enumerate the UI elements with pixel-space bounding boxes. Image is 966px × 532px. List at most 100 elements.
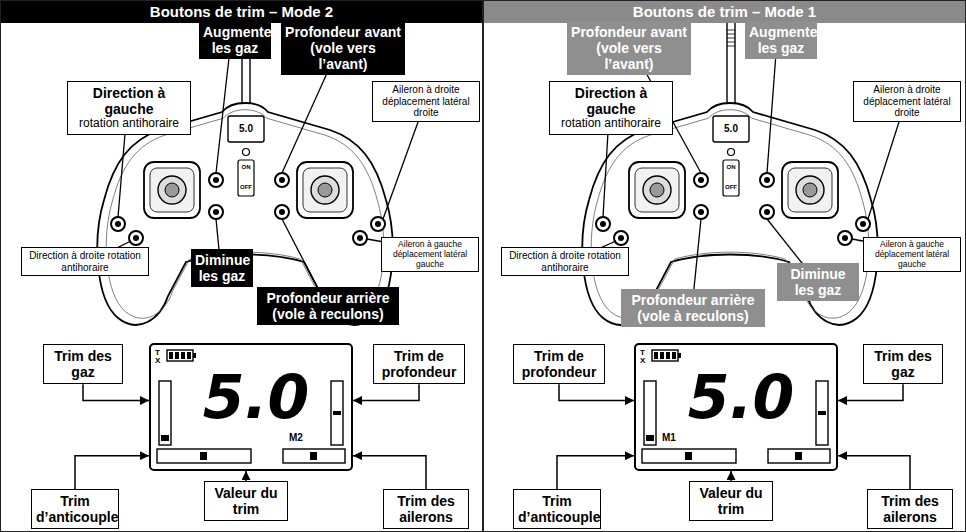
- callout-text: Profondeur arrière (vole à reculons): [625, 292, 761, 324]
- antenna-grip: [727, 34, 735, 35]
- bind-button: [728, 149, 735, 156]
- trim-label-box: Trim des gaz: [863, 344, 943, 384]
- callout-text: Aileron à droite déplacement latéral dro…: [857, 84, 957, 119]
- stick-top: [650, 183, 664, 197]
- trim-label-box: Trim des ailerons: [383, 489, 469, 529]
- battery-segment: [181, 352, 185, 359]
- trim-button-center: [357, 235, 363, 241]
- trim-label-box: Trim de profondeur: [513, 344, 605, 384]
- callout-box: Direction à droite rotation antihoraire: [501, 247, 629, 276]
- lcd-text: T X: [640, 349, 648, 365]
- antenna-grip: [727, 42, 735, 43]
- trim-label: Trim des gaz: [868, 348, 938, 380]
- trim-button: [856, 217, 870, 231]
- callout-text: Aileron à droite déplacement latéral dro…: [376, 84, 476, 119]
- callout-box: Direction à gaucherotation antihoraire: [67, 81, 191, 135]
- trim-bar: [157, 449, 251, 463]
- trim-label: Trim des ailerons: [388, 493, 464, 525]
- trim-button-center: [698, 209, 704, 215]
- trim-label-box: Trim d’anticouple: [31, 489, 119, 529]
- battery-icon: [167, 350, 193, 361]
- trim-button: [614, 231, 628, 245]
- trim-button: [694, 173, 708, 187]
- lcd-text: T X: [155, 349, 163, 365]
- callout-box: Aileron à droite déplacement latéral dro…: [853, 81, 961, 122]
- callout-box: Aileron à gauche déplacement latéral gau…: [863, 237, 961, 272]
- screen-label: OFF: [238, 184, 254, 190]
- lcd-text: M2: [289, 433, 313, 443]
- mode-panel: Boutons de trim – Mode 2Augmente les gaz…: [0, 0, 483, 532]
- lcd-text: 5.0: [191, 367, 321, 427]
- callout-box: Profondeur avant (vole vers l’avant): [281, 21, 405, 75]
- trim-button-center: [279, 209, 285, 215]
- callout-text: Diminue les gaz: [781, 266, 855, 298]
- trim-button-center: [842, 235, 848, 241]
- trim-marker: [161, 435, 169, 441]
- trim-marker: [795, 452, 802, 460]
- mini-screen: [713, 116, 749, 142]
- panel-title: Boutons de trim – Mode 1: [484, 1, 965, 23]
- callout-text: Profondeur arrière (vole à reculons): [261, 290, 395, 322]
- gimbal-housing: [782, 162, 838, 218]
- trim-button: [275, 173, 289, 187]
- battery-segment: [187, 352, 191, 359]
- trim-button-center: [133, 235, 139, 241]
- callout-box: Diminue les gaz: [777, 263, 859, 301]
- trim-bar: [283, 449, 345, 463]
- trim-label-box: Trim d’anticouple: [513, 489, 601, 529]
- trim-button-center: [375, 221, 381, 227]
- trim-label-box: Trim des ailerons: [867, 489, 953, 529]
- trim-bar: [816, 381, 828, 445]
- trim-label: Trim de profondeur: [378, 348, 460, 380]
- gimbal-plate: [635, 168, 679, 212]
- trim-button-center: [618, 235, 624, 241]
- trim-label: Valeur du trim: [209, 485, 283, 517]
- trim-button: [129, 231, 143, 245]
- trim-bar: [768, 449, 830, 463]
- gimbal-housing: [629, 162, 685, 218]
- trim-button: [353, 231, 367, 245]
- trim-label: Trim des ailerons: [872, 493, 948, 525]
- callout-box: Augmente les gaz: [199, 21, 271, 59]
- leader-line: [216, 40, 231, 173]
- screen-label: ON: [723, 164, 739, 170]
- trim-marker: [685, 452, 692, 460]
- trim-bar: [159, 381, 171, 445]
- screen-label: 5.0: [228, 124, 264, 134]
- trim-label: Trim d’anticouple: [36, 493, 114, 525]
- callout-text: Direction à gauche: [73, 85, 185, 117]
- power-switch: [238, 160, 254, 196]
- trim-marker: [818, 411, 826, 415]
- trim-label-box: Valeur du trim: [689, 481, 773, 521]
- callout-box: Direction à droite rotation antihoraire: [21, 247, 149, 276]
- stick-base: [643, 176, 671, 204]
- lcd-text: M1: [662, 433, 686, 443]
- callout-box: Profondeur arrière (vole à reculons): [257, 287, 399, 325]
- stick-top: [165, 183, 179, 197]
- antenna: [727, 22, 735, 108]
- screen-label: 5.0: [713, 124, 749, 134]
- trim-marker: [333, 411, 341, 415]
- battery-segment: [654, 352, 658, 359]
- battery-segment: [672, 352, 676, 359]
- trim-bar: [331, 381, 343, 445]
- trim-label-box: Valeur du trim: [204, 481, 288, 521]
- callout-text: Profondeur avant (vole vers l’avant): [571, 24, 687, 72]
- gimbal-housing: [144, 162, 200, 218]
- trim-button: [596, 217, 610, 231]
- trim-label: Trim des gaz: [48, 348, 118, 380]
- mini-screen: [228, 116, 264, 142]
- gimbal-housing: [297, 162, 353, 218]
- trim-button-center: [860, 221, 866, 227]
- trim-button: [838, 231, 852, 245]
- callout-text: rotation antihoraire: [73, 117, 185, 131]
- trim-button: [209, 173, 223, 187]
- trim-marker: [310, 452, 317, 460]
- callout-text: Direction à droite rotation antihoraire: [25, 250, 145, 273]
- trim-button-center: [764, 177, 770, 183]
- callout-box: Diminue les gaz: [191, 249, 253, 287]
- lcd-text: 5.0: [676, 367, 806, 427]
- trim-button-center: [279, 177, 285, 183]
